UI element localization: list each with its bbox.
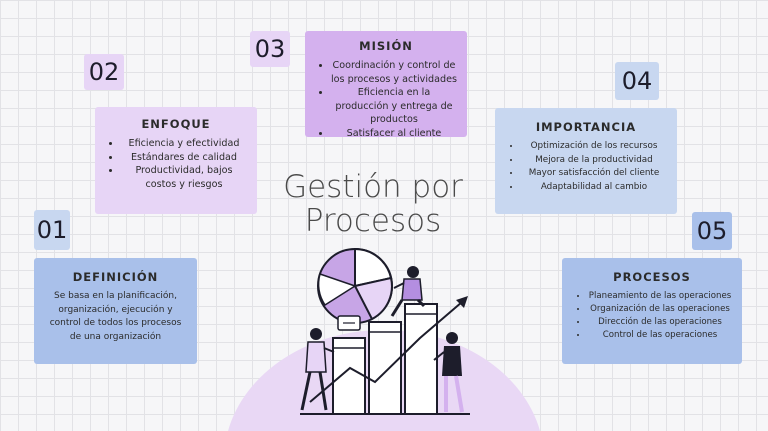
- procesos-item: Control de las operaciones: [588, 329, 732, 342]
- mision-item: Coordinación y control de los procesos y…: [331, 59, 457, 86]
- enfoque-item: Productividad, bajos costos y riesgos: [121, 164, 247, 191]
- growth-arrow-icon: [309, 296, 468, 403]
- enfoque-list: Eficiencia y efectividad Estándares de c…: [105, 137, 247, 191]
- definicion-heading: DEFINICIÓN: [72, 270, 159, 284]
- importancia-item: Optimización de los recursos: [521, 140, 667, 154]
- mision-card: MISIÓN Coordinación y control de los pro…: [305, 31, 467, 139]
- importancia-card: IMPORTANCIA Optimización de los recursos…: [495, 108, 677, 214]
- person-icon-top: [390, 266, 426, 317]
- title-line-1: Gestión por: [283, 169, 463, 205]
- enfoque-card: ENFOQUE Eficiencia y efectividad Estánda…: [95, 107, 257, 214]
- procesos-item: Organización de las operaciones: [588, 303, 732, 316]
- mision-list: Coordinación y control de los procesos y…: [315, 59, 457, 141]
- mision-item: Satisfacer al cliente: [331, 127, 457, 141]
- enfoque-item: Eficiencia y efectividad: [121, 137, 247, 151]
- number-badge-05: 05: [692, 212, 732, 250]
- enfoque-item: Estándares de calidad: [121, 151, 247, 165]
- importancia-list: Optimización de los recursos Mejora de l…: [505, 140, 667, 194]
- person-icon-left: [300, 328, 335, 411]
- page-title: Gestión por Procesos: [268, 170, 478, 238]
- enfoque-heading: ENFOQUE: [141, 117, 211, 131]
- procesos-item: Planeamiento de las operaciones: [588, 290, 732, 303]
- number-badge-02: 02: [84, 54, 124, 90]
- procesos-item: Dirección de las operaciones: [588, 316, 732, 329]
- importancia-item: Adaptabilidad al cambio: [521, 181, 667, 195]
- importancia-item: Mayor satisfacción del cliente: [521, 167, 667, 181]
- pie-chart-icon: [317, 247, 393, 324]
- procesos-card: PROCESOS Planeamiento de las operaciones…: [562, 258, 742, 364]
- number-badge-01: 01: [34, 210, 70, 250]
- number-badge-03: 03: [250, 31, 290, 67]
- importancia-item: Mejora de la productividad: [521, 154, 667, 168]
- definicion-card: DEFINICIÓN Se basa en la planificación, …: [34, 258, 197, 364]
- mision-heading: MISIÓN: [359, 39, 413, 53]
- speech-bubble-icon: [337, 315, 361, 331]
- person-icon-right: [433, 332, 464, 413]
- bar-chart-icon: [300, 303, 470, 415]
- importancia-heading: IMPORTANCIA: [535, 120, 637, 134]
- title-line-2: Procesos: [304, 203, 442, 239]
- mision-item: Eficiencia en la producción y entrega de…: [331, 86, 457, 127]
- procesos-list: Planeamiento de las operaciones Organiza…: [572, 290, 732, 342]
- number-badge-04: 04: [615, 62, 659, 100]
- procesos-heading: PROCESOS: [613, 270, 691, 284]
- definicion-text: Se basa en la planificación, organizació…: [49, 291, 182, 342]
